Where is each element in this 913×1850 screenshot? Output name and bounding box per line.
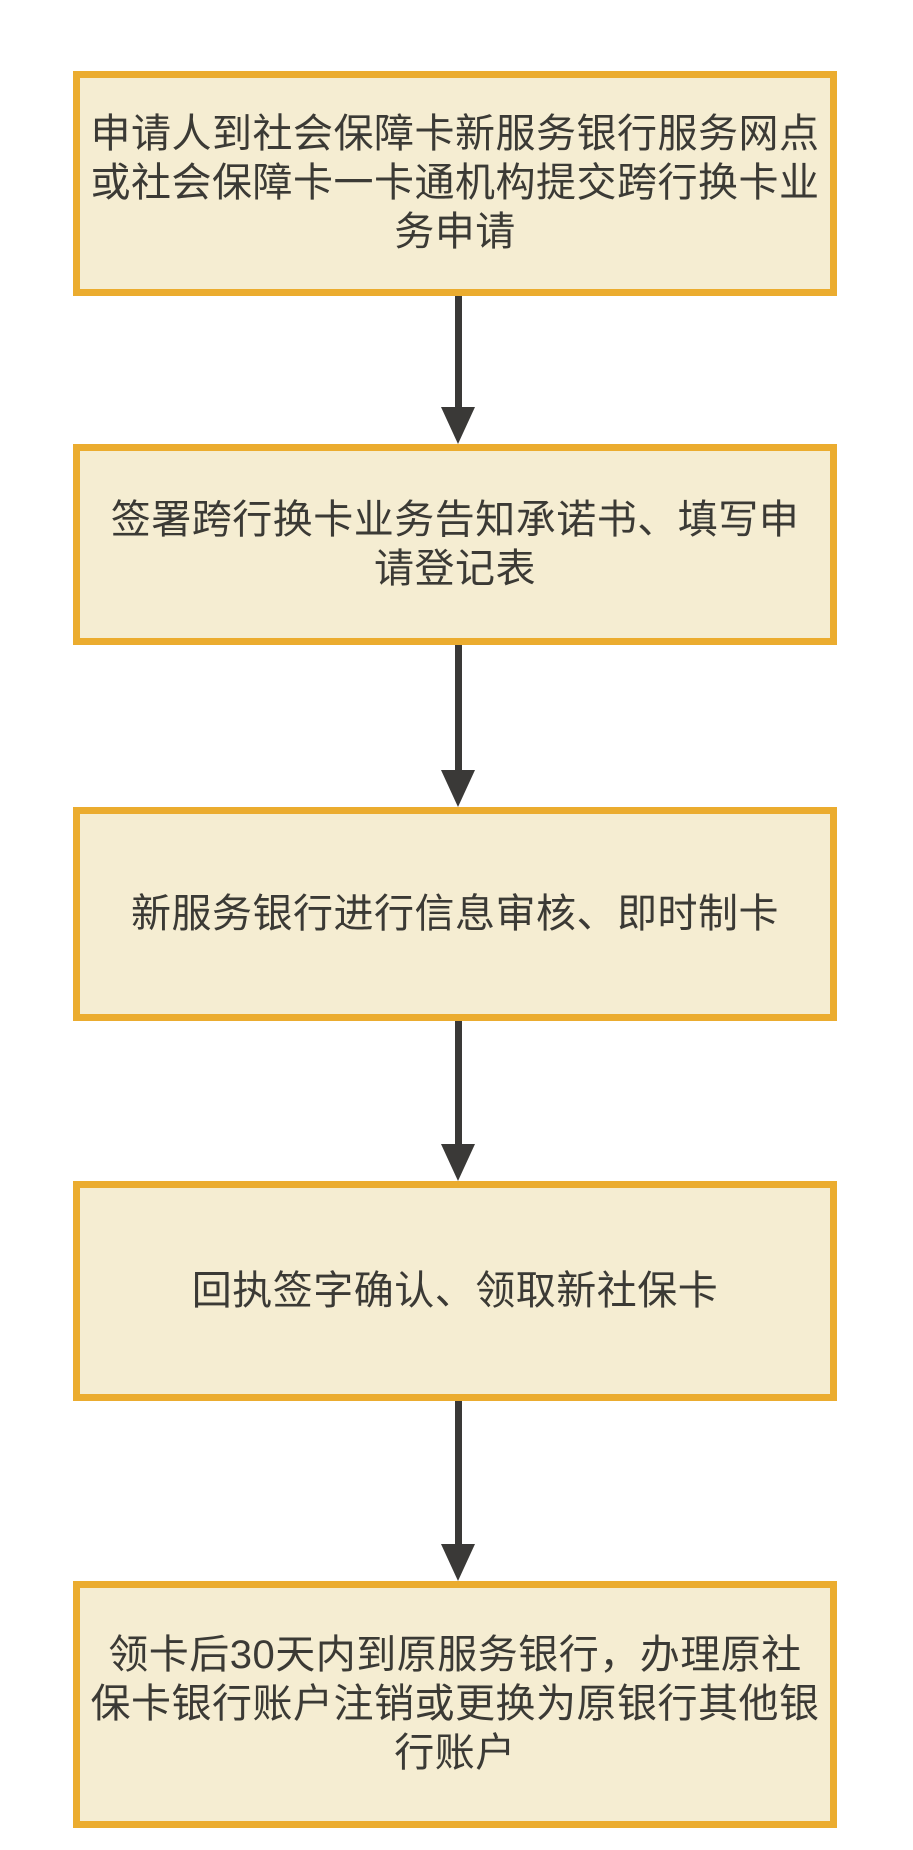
flow-step-1-box: 申请人到社会保障卡新服务银行服务网点 或社会保障卡一卡通机构提交跨行换卡业 务申…	[73, 71, 837, 296]
flow-arrow-3	[440, 1021, 476, 1181]
arrow-line	[454, 296, 462, 408]
flow-arrow-2	[440, 645, 476, 807]
arrow-line	[454, 645, 462, 771]
arrow-down-icon	[441, 1144, 475, 1181]
flow-step-2-box: 签署跨行换卡业务告知承诺书、填写申 请登记表	[73, 444, 837, 645]
arrow-line	[454, 1401, 462, 1545]
flow-step-5-text: 领卡后30天内到原服务银行，办理原社 保卡银行账户注销或更换为原银行其他银 行账…	[90, 1633, 820, 1775]
flow-step-2-text: 签署跨行换卡业务告知承诺书、填写申 请登记表	[110, 497, 800, 591]
flow-step-1-text: 申请人到社会保障卡新服务银行服务网点 或社会保障卡一卡通机构提交跨行换卡业 务申…	[90, 112, 820, 254]
flow-step-3-text: 新服务银行进行信息审核、即时制卡	[131, 891, 779, 936]
flow-step-5-box: 领卡后30天内到原服务银行，办理原社 保卡银行账户注销或更换为原银行其他银 行账…	[73, 1581, 837, 1828]
flow-arrow-1	[440, 296, 476, 444]
arrow-down-icon	[441, 1544, 475, 1581]
arrow-down-icon	[441, 770, 475, 807]
flow-arrow-4	[440, 1401, 476, 1581]
flow-step-3-box: 新服务银行进行信息审核、即时制卡	[73, 807, 837, 1021]
flow-step-4-text: 回执签字确认、领取新社保卡	[191, 1268, 719, 1313]
arrow-down-icon	[441, 407, 475, 444]
arrow-line	[454, 1021, 462, 1145]
flow-step-4-box: 回执签字确认、领取新社保卡	[73, 1181, 837, 1401]
